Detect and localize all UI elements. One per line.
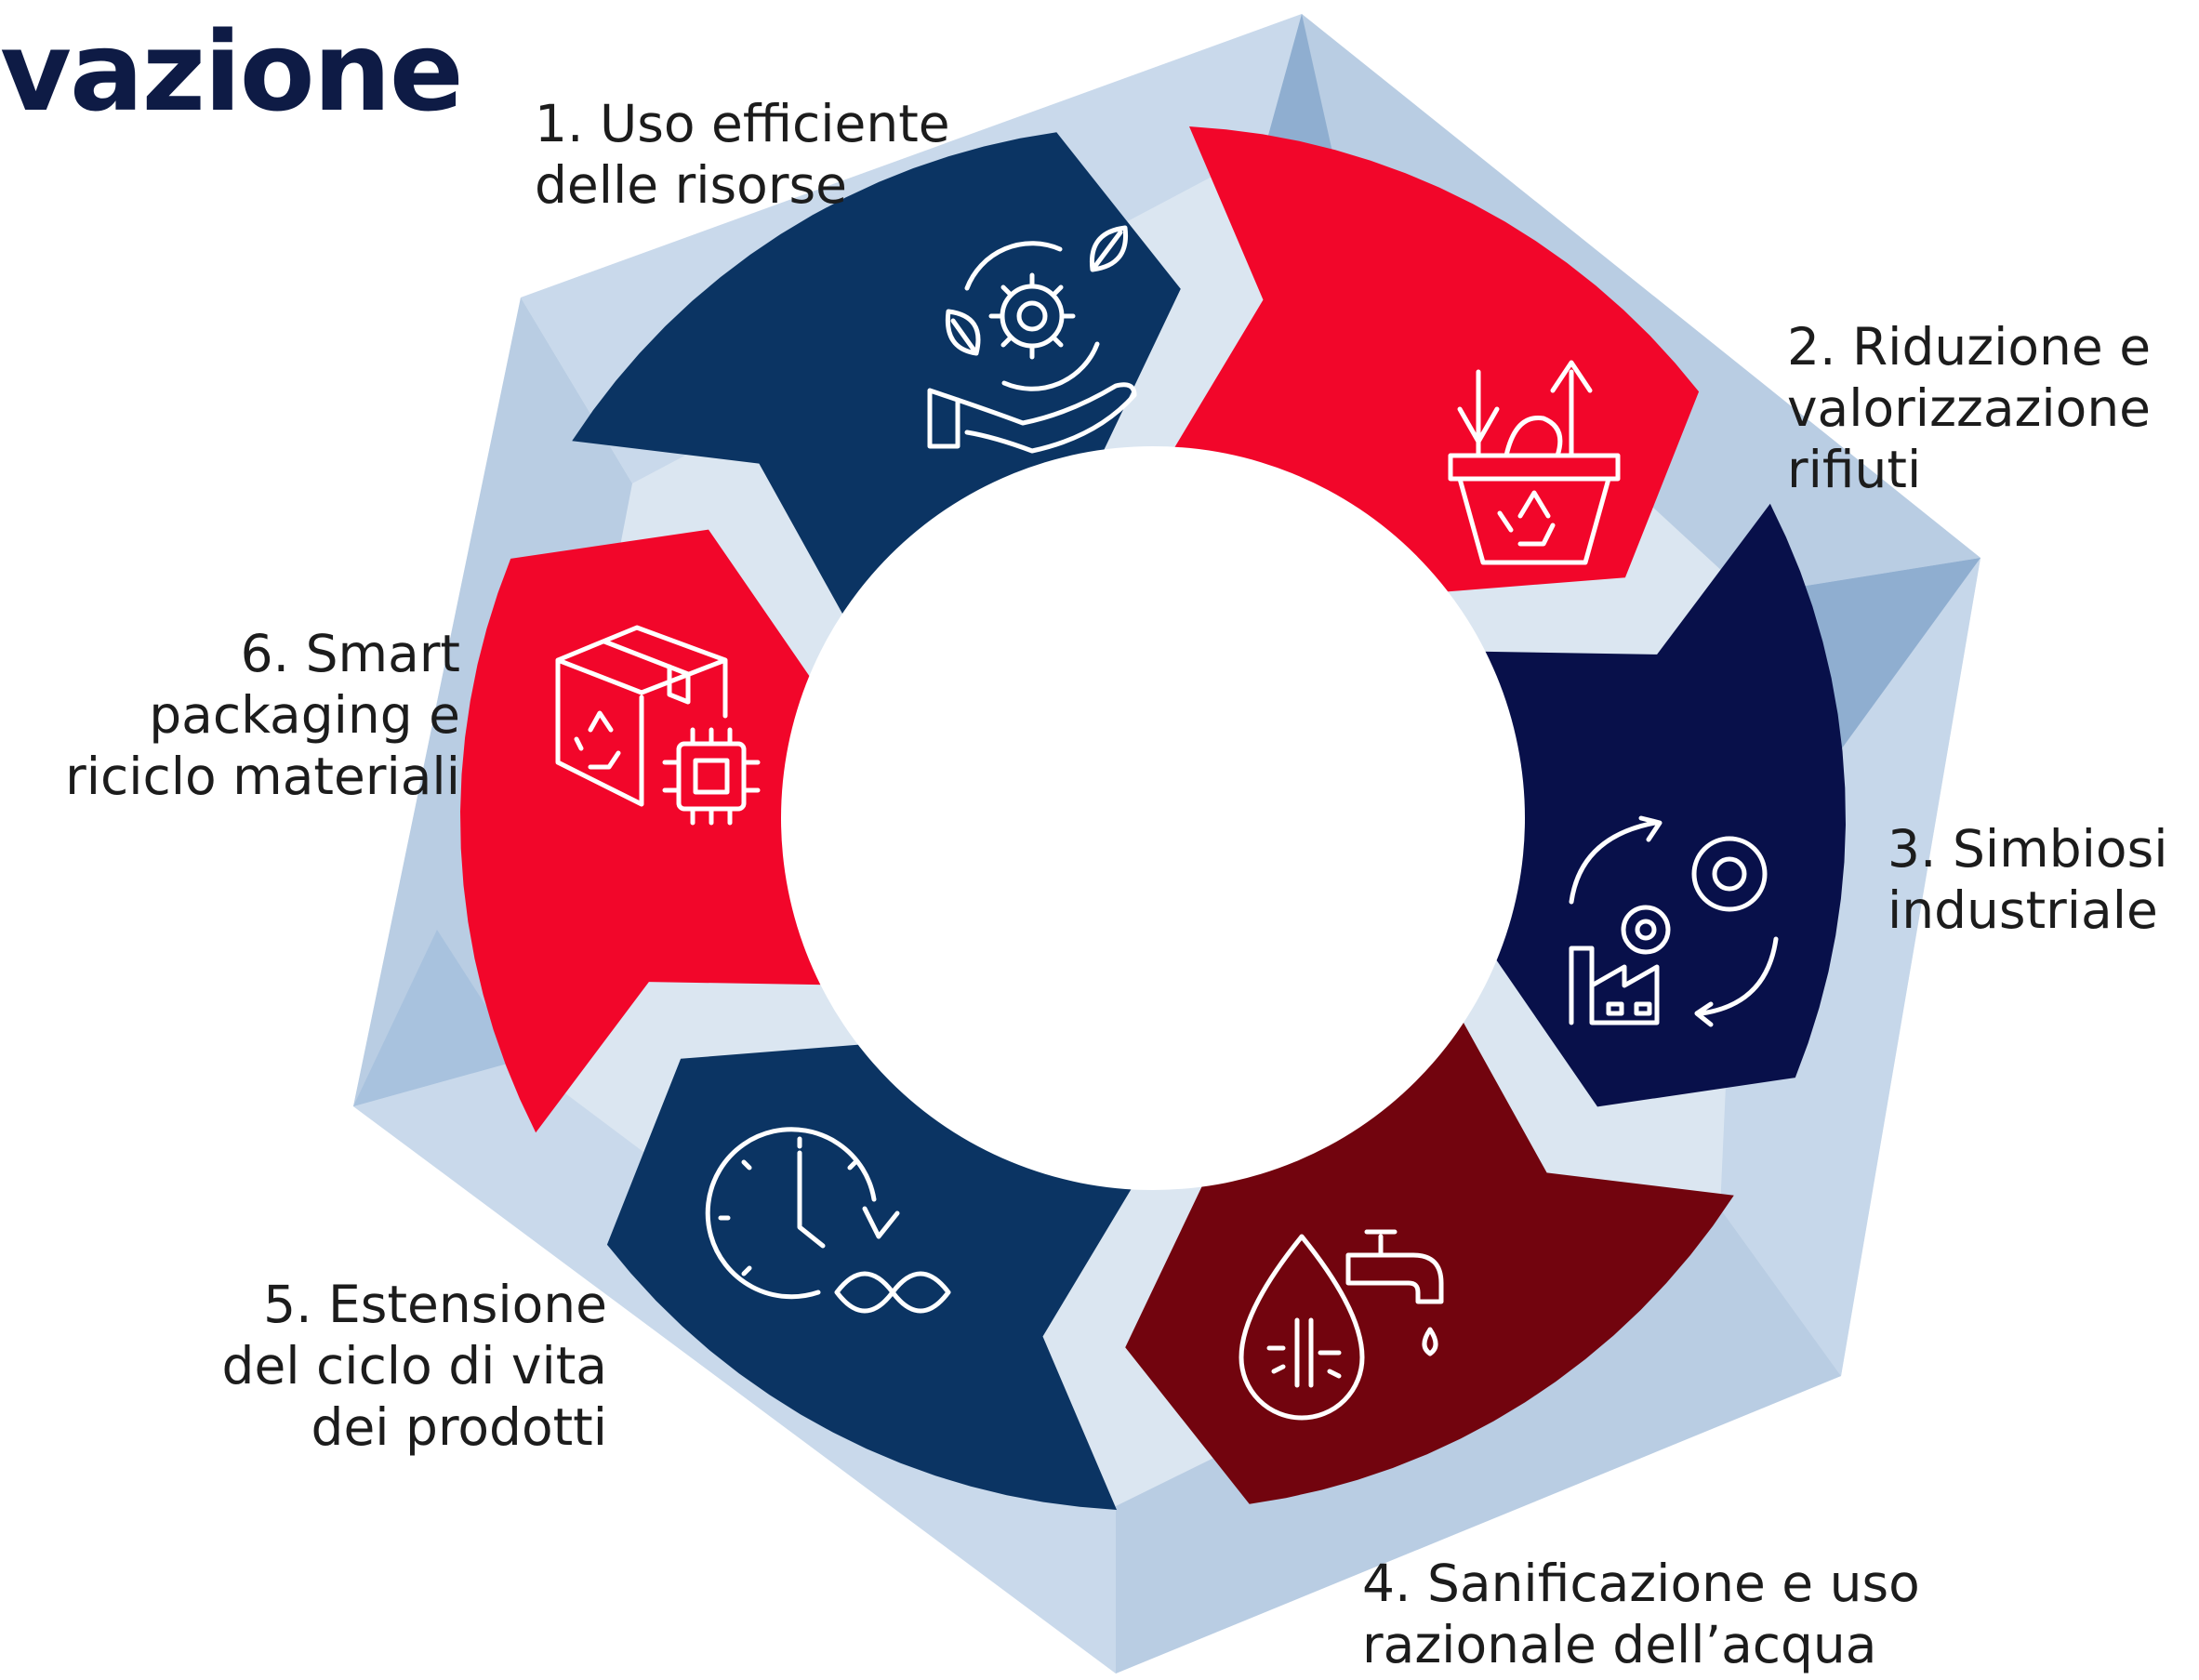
segment-6-packaging — [460, 529, 827, 1133]
factory-gears-icon — [1569, 815, 1779, 1027]
segment-2-waste — [1172, 126, 1700, 592]
segment-5-lifecycle — [606, 1044, 1134, 1510]
water-drop-tap-icon — [1239, 1229, 1444, 1421]
box-chip-recycle-icon — [555, 625, 761, 826]
segment-1-resources — [572, 132, 1181, 618]
recycle-bin-icon — [1448, 360, 1621, 565]
clock-infinity-icon — [705, 1127, 951, 1314]
center-circle — [781, 446, 1525, 1190]
hand-gear-leaves-icon — [927, 225, 1137, 454]
page-title: vazione — [0, 7, 464, 136]
